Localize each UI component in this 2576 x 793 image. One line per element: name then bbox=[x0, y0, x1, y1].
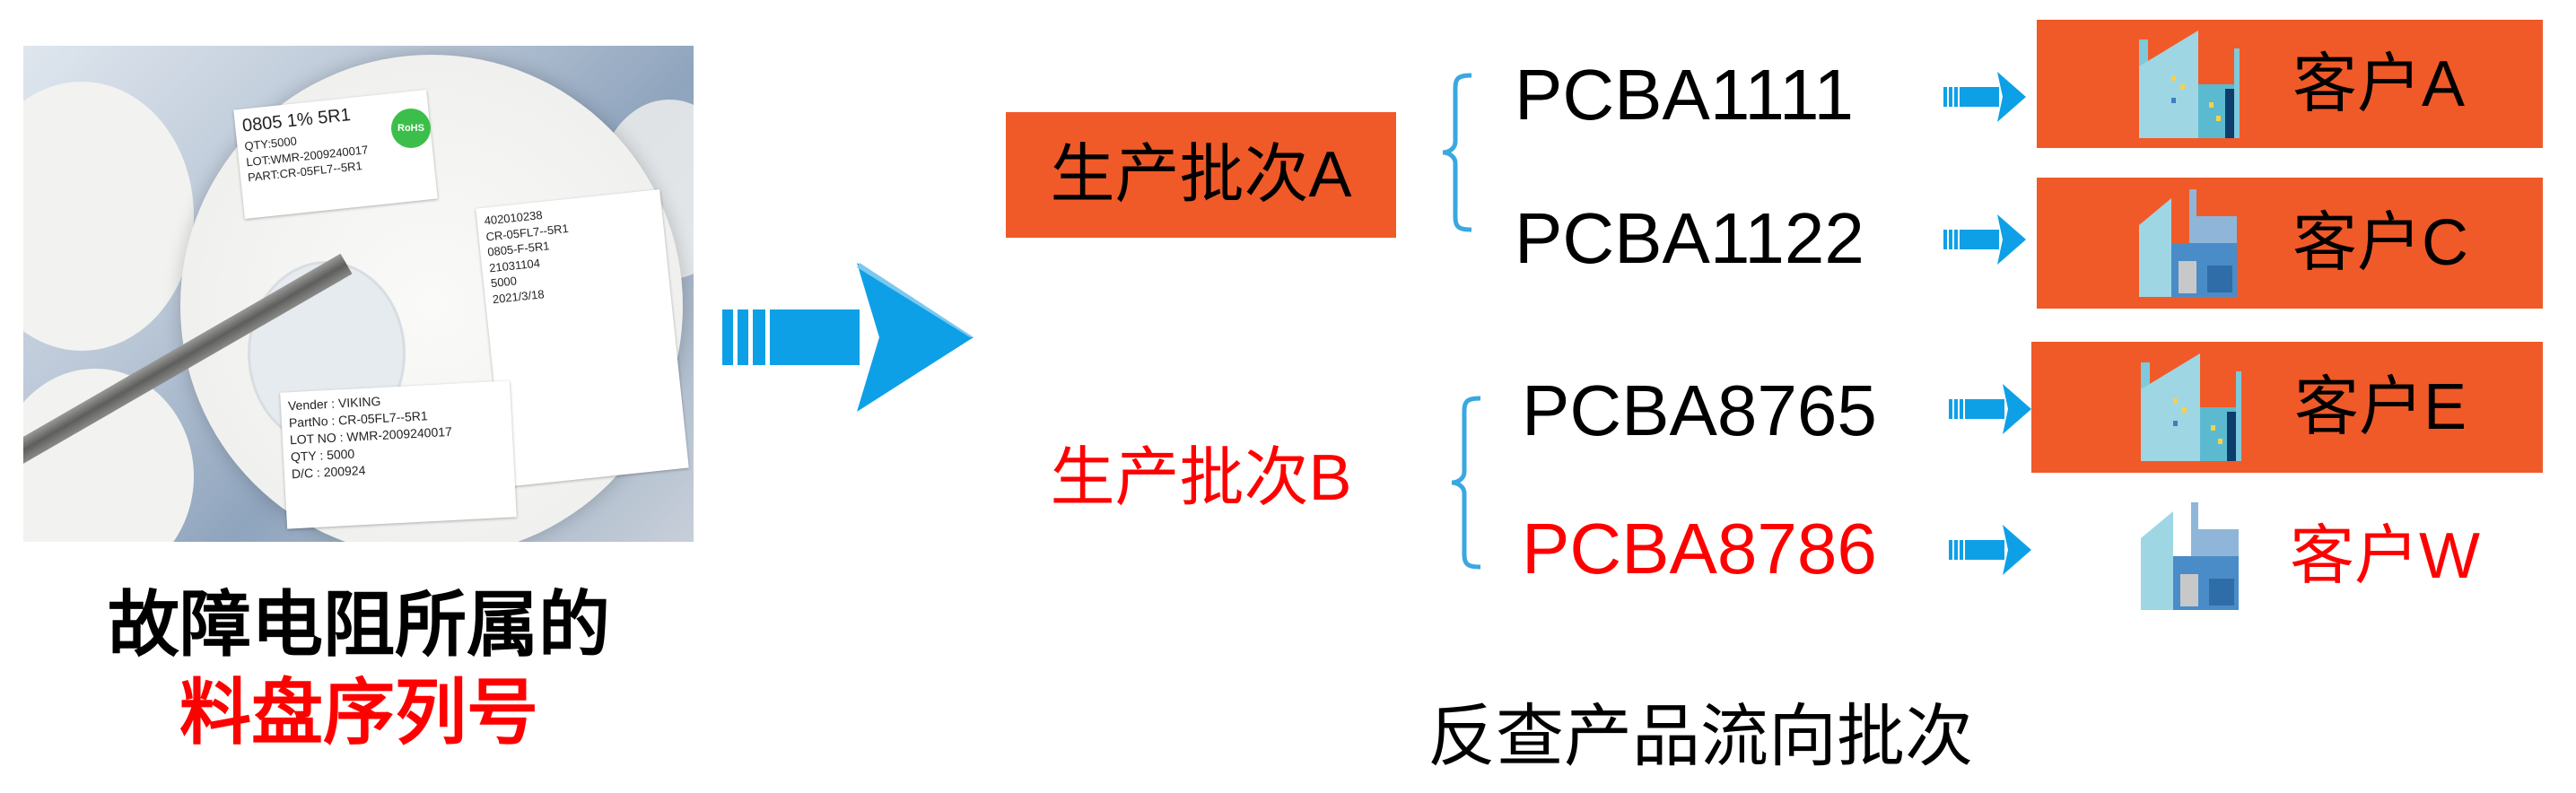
striped-arrow-icon bbox=[1949, 384, 2031, 434]
reel-photo: 0805 1% 5R1 QTY:5000 LOT:WMR-2009240017 … bbox=[23, 46, 694, 542]
pcba-8765: PCBA8765 bbox=[1522, 370, 1877, 450]
striped-arrow-icon bbox=[722, 263, 974, 412]
customer-a-box: 客户A bbox=[2037, 20, 2543, 148]
building-icon bbox=[2141, 353, 2241, 461]
factory-icon bbox=[2139, 189, 2237, 297]
striped-arrow-icon bbox=[1949, 525, 2031, 575]
customer-w-label: 客户W bbox=[2290, 520, 2480, 592]
caption-line2: 料盘序列号 bbox=[179, 673, 538, 753]
striped-arrow-icon bbox=[1943, 72, 2026, 122]
factory-icon bbox=[2141, 502, 2239, 610]
reel-label-bottom: Vender : VIKING PartNo : CR-05FL7--5R1 L… bbox=[280, 380, 517, 529]
customer-c-label: 客户C bbox=[2292, 207, 2468, 279]
customer-w: 客户W bbox=[2031, 498, 2570, 614]
pcba-8786: PCBA8786 bbox=[1522, 509, 1877, 588]
footer-caption: 反查产品流向批次 bbox=[1428, 699, 1973, 775]
pcba-1122: PCBA1122 bbox=[1515, 198, 1864, 278]
background-reel bbox=[23, 82, 194, 351]
building-icon bbox=[2139, 30, 2240, 138]
bracket-a bbox=[1442, 73, 1472, 232]
bracket-b bbox=[1451, 396, 1481, 570]
batch-a-label: 生产批次A bbox=[1050, 139, 1352, 211]
batch-b-label: 生产批次B bbox=[1050, 442, 1352, 514]
rohs-badge: RoHS bbox=[391, 109, 431, 148]
batch-a-box: 生产批次A bbox=[1006, 112, 1396, 238]
caption-line1: 故障电阻所属的 bbox=[108, 585, 610, 665]
customer-a-label: 客户A bbox=[2292, 48, 2466, 120]
striped-arrow-icon bbox=[1943, 214, 2026, 265]
customer-c-box: 客户C bbox=[2037, 178, 2543, 309]
customer-e-label: 客户E bbox=[2294, 371, 2467, 443]
customer-e-box: 客户E bbox=[2031, 342, 2543, 473]
pcba-1111: PCBA1111 bbox=[1515, 55, 1855, 135]
